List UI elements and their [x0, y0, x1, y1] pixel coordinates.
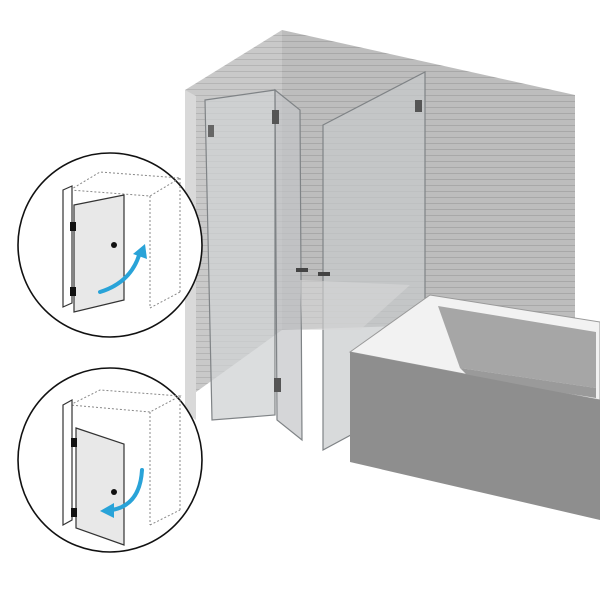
callout-door-opens-inward	[17, 152, 203, 338]
door-panel-inward	[73, 194, 125, 313]
hinge-top-right	[415, 100, 422, 112]
hinge-icon	[70, 222, 76, 231]
curved-arrow-down-icon	[110, 468, 144, 512]
door-knob-icon	[111, 242, 117, 248]
hinge-bottom-left	[274, 378, 281, 392]
bathtub-front	[350, 352, 600, 520]
callout-door-opens-outward	[17, 367, 203, 553]
bathtub-basin-floor	[460, 368, 596, 398]
door-panel-outward	[75, 427, 125, 546]
door-knob-icon	[111, 489, 117, 495]
bathtub	[348, 294, 600, 520]
door-handle-left	[296, 268, 308, 272]
shower-floor	[300, 280, 410, 330]
bathtub-basin	[438, 306, 596, 388]
wall-bracket	[208, 125, 214, 137]
hinge-icon	[71, 508, 77, 517]
hinge-icon	[71, 438, 77, 447]
hinge-icon	[70, 287, 76, 296]
door-handle-right	[318, 272, 330, 276]
glass-door-left	[274, 88, 303, 442]
hinge-top-left	[272, 110, 279, 124]
curved-arrow-up-icon	[98, 250, 142, 294]
fixed-glass-panel-left	[204, 89, 276, 421]
